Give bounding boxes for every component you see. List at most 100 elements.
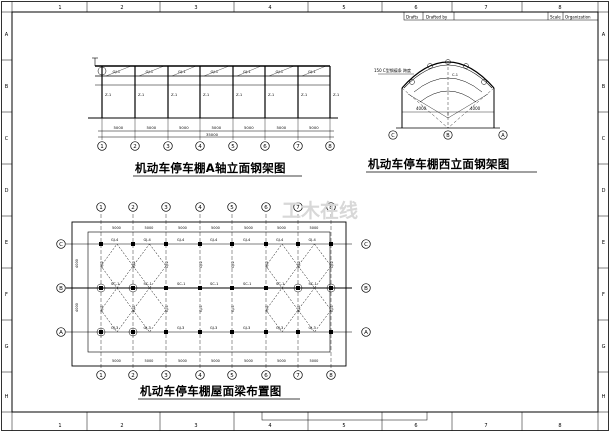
elev-beam-mark: GJ-1 <box>211 69 219 74</box>
a-axis-elevation-title: 机动车停车棚A轴立面钢架图 <box>135 161 286 175</box>
ref-row-left: G <box>5 344 9 350</box>
ref-row-left: D <box>5 188 9 194</box>
elev-column-mark: Z-1 <box>171 92 178 97</box>
elev-axis-label: 5 <box>231 144 235 150</box>
ref-col-top: 5 <box>342 5 345 11</box>
plan-column-node <box>198 242 202 246</box>
ref-row-right: G <box>602 344 606 350</box>
west-brace <box>447 93 489 119</box>
plan-bottom-dim: 5000 <box>310 359 319 363</box>
plan-axis-bubble-bottom <box>195 370 205 380</box>
west-purlin-node <box>445 59 451 65</box>
plan-column-node <box>99 330 103 334</box>
bottom-strip <box>261 411 428 421</box>
ref-row-right: A <box>602 32 606 38</box>
elev-axis-label: 7 <box>296 144 300 150</box>
plan-column-node <box>296 286 300 290</box>
ref-col-bottom: 1 <box>58 423 61 429</box>
plan-beam-mark: SC-1 <box>210 282 218 286</box>
plan-brace-diamond <box>297 287 332 333</box>
elev-column-mark: Z-1 <box>333 92 340 97</box>
plan-column-node <box>230 242 234 246</box>
plan-column-node <box>198 286 202 290</box>
plan-bottom-dim: 5000 <box>178 359 187 363</box>
elev-brace <box>171 65 197 77</box>
plan-beam-mark: GJ-3 <box>177 326 184 330</box>
roof-plan-title: 机动车停车棚屋面梁布置图 <box>140 384 282 398</box>
west-axis-bubble-c <box>388 130 398 140</box>
plan-axis-label-bottom: 8 <box>329 373 333 379</box>
west-span-left: 4000 <box>416 106 427 111</box>
elev-bay-dim: 5000 <box>277 125 287 130</box>
plan-column-node <box>296 330 300 334</box>
ref-col-bottom: 6 <box>414 423 417 429</box>
plan-axis-bubble-top <box>128 202 138 212</box>
ref-col-top: 1 <box>58 5 61 11</box>
elev-axis-label: 2 <box>133 144 137 150</box>
ref-col-bottom: 5 <box>342 423 345 429</box>
plan-beam-mark: SC-1 <box>177 282 185 286</box>
plan-axis-bubble-top <box>326 202 336 212</box>
plan-column-node <box>329 242 333 246</box>
plan-axis-bubble-top <box>96 202 106 212</box>
elev-column-mark: Z-1 <box>203 92 210 97</box>
plan-axis-label-bottom: 6 <box>264 373 268 379</box>
plan-axis-bubble-bottom <box>261 370 271 380</box>
elev-axis-label: 3 <box>166 144 170 150</box>
plan-axis-label-bottom: 1 <box>99 373 103 379</box>
plan-rafter-mark: GJ-1 <box>132 305 136 312</box>
plan-top-dim: 5000 <box>244 226 253 230</box>
plan-row-bubble-right <box>361 327 371 337</box>
elev-column-mark: Z-1 <box>138 92 145 97</box>
plan-row-label-right: B <box>364 286 368 292</box>
plan-column-node <box>99 242 103 246</box>
plan-axis-bubble-top <box>195 202 205 212</box>
ref-col-top: 2 <box>120 5 123 11</box>
elev-beam-mark: GJ-1 <box>178 69 186 74</box>
elev-brace <box>236 65 262 77</box>
plan-beam-mark: SC-1 <box>309 282 317 286</box>
plan-beam-mark: SC-1 <box>144 282 152 286</box>
generated-geometry: 1Z-1GJ-150002Z-1GJ-150003Z-1GJ-150004Z-1… <box>56 59 489 380</box>
title-block-drafts: Drafts <box>406 15 418 20</box>
plan-axis-bubble-top <box>261 202 271 212</box>
elev-beam-mark: GJ-1 <box>113 69 121 74</box>
plan-beam-mark: GJ-4 <box>144 238 152 242</box>
plan-axis-label-top: 3 <box>164 205 168 211</box>
elev-total-dim: 35000 <box>206 132 219 137</box>
west-member-mark: C-1 <box>452 73 458 77</box>
plan-detail-circle <box>96 283 106 293</box>
elev-brace <box>138 65 165 77</box>
plan-axis-label-top: 2 <box>131 205 135 211</box>
title-block <box>403 11 599 21</box>
west-purlin-node <box>463 63 469 69</box>
plan-column-node <box>264 330 268 334</box>
plan-brace-diamond <box>265 287 299 333</box>
plan-column-node <box>230 330 234 334</box>
plan-row-label-left: C <box>59 242 63 248</box>
elev-brace <box>203 65 230 77</box>
plan-beam-mark: SC-1 <box>111 282 119 286</box>
plan-axis-label-top: 8 <box>329 205 333 211</box>
elev-axis-bubble <box>130 141 140 151</box>
plan-axis-bubble-top <box>227 202 237 212</box>
plan-axis-bubble-top <box>293 202 303 212</box>
west-note: 150 C型钢檩条 跨度 <box>374 67 411 73</box>
ref-col-bottom: 7 <box>484 423 487 429</box>
plan-axis-label-top: 5 <box>230 205 234 211</box>
west-axis-bubble-a <box>498 130 508 140</box>
plan-row-bubble-left <box>56 283 66 293</box>
plan-axis-bubble-top <box>161 202 171 212</box>
ref-row-right: F <box>602 292 605 298</box>
plan-column-node <box>164 286 168 290</box>
elev-bay-dim: 5000 <box>309 125 319 130</box>
plan-top-dim: 5000 <box>211 226 220 230</box>
plan-column-node <box>164 242 168 246</box>
plan-axis-label-bottom: 4 <box>198 373 202 379</box>
plan-rafter-mark: GJ-2 <box>265 261 269 268</box>
plan-axis-bubble-bottom <box>326 370 336 380</box>
plan-top-dim: 5000 <box>178 226 187 230</box>
plan-bottom-dim: 5000 <box>112 359 121 363</box>
